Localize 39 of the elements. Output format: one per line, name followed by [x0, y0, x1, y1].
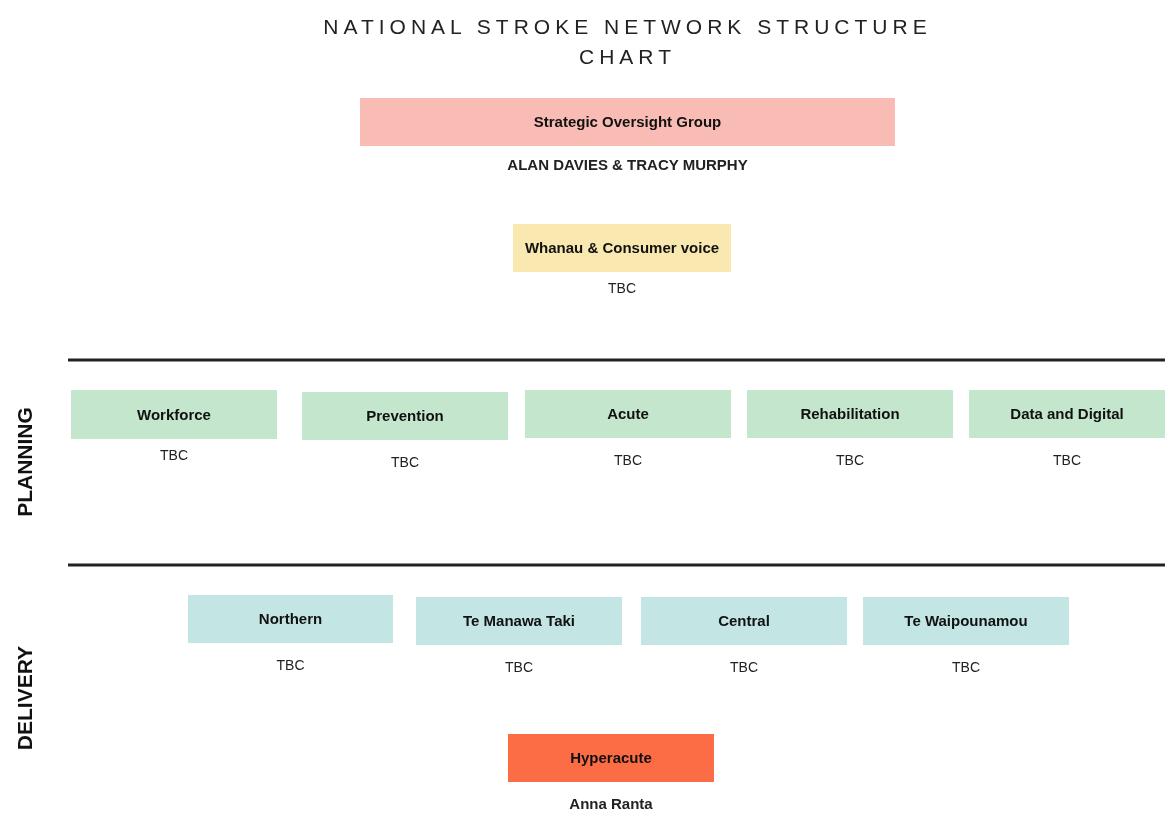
org-box [513, 224, 731, 272]
status-note: TBC [276, 657, 305, 673]
status-note: TBC [836, 452, 864, 468]
box-label: Hyperacute [570, 748, 652, 769]
status-note: TBC [608, 280, 636, 296]
box-label: Te Manawa Taki [463, 611, 575, 632]
chart-title: NATIONAL STROKE NETWORK STRUCTURE CHART [322, 14, 933, 70]
section-label: DELIVERY [13, 645, 37, 751]
org-box [416, 597, 622, 645]
org-box [508, 734, 714, 782]
status-note: TBC [952, 659, 980, 675]
box-label: Rehabilitation [800, 404, 900, 425]
box-label: Strategic Oversight Group [533, 112, 722, 133]
status-note: TBC [730, 659, 758, 675]
status-note: TBC [505, 659, 533, 675]
box-label: Northern [258, 609, 323, 630]
box-label: Te Waipounamou [904, 611, 1028, 632]
status-note: TBC [614, 452, 642, 468]
org-box [188, 595, 393, 643]
org-box [969, 390, 1165, 438]
box-label: Central [718, 611, 770, 632]
status-note: TBC [391, 454, 419, 470]
org-box [360, 98, 895, 146]
box-label: Prevention [366, 406, 444, 427]
box-label: Whanau & Consumer voice [524, 238, 720, 259]
section-label: PLANNING [13, 407, 37, 517]
org-box [302, 392, 508, 440]
lead-name: ALAN DAVIES & TRACY MURPHY [507, 156, 748, 173]
org-box [747, 390, 953, 438]
status-note: TBC [160, 447, 188, 463]
org-box [525, 390, 731, 438]
org-box [71, 390, 277, 439]
org-box [641, 597, 847, 645]
status-note: TBC [1053, 452, 1081, 468]
box-label: Data and Digital [1010, 404, 1124, 425]
box-label: Workforce [137, 404, 211, 425]
lead-name: Anna Ranta [569, 795, 653, 812]
org-box [863, 597, 1069, 645]
box-label: Acute [607, 404, 649, 425]
